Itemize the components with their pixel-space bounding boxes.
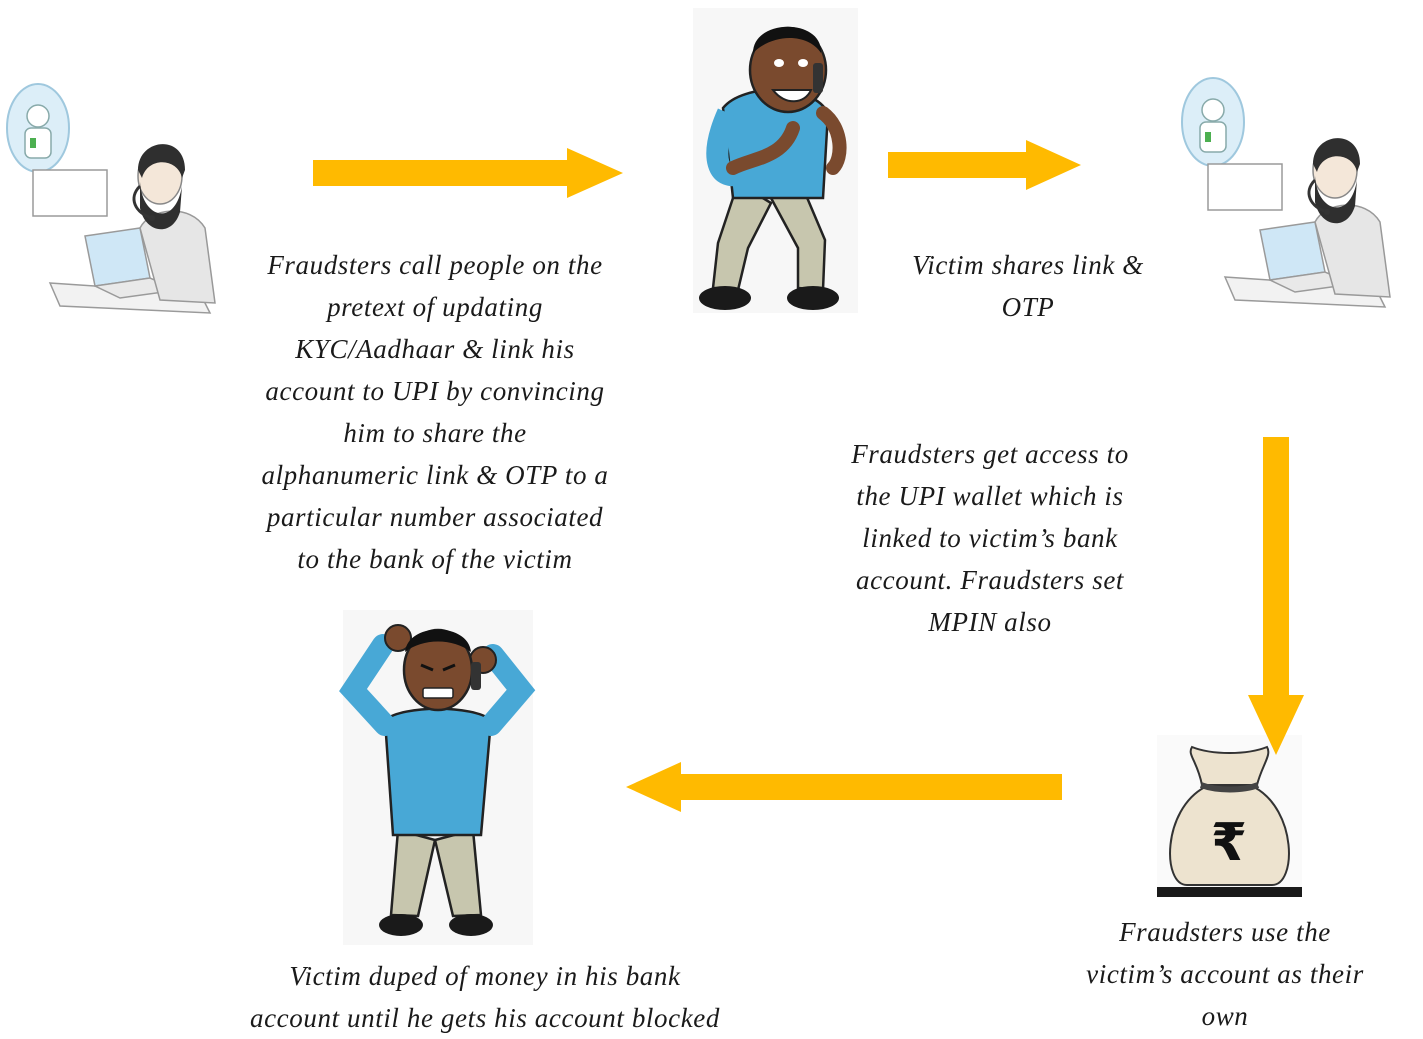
arrow-right-2 (888, 140, 1081, 190)
caption-line: account to UPI by convincing (265, 376, 605, 406)
upset-victim-icon (339, 624, 536, 936)
caption-victim-shares: Victim shares link & OTP (868, 244, 1188, 328)
caption-line: KYC/Aadhaar & link his (295, 334, 575, 364)
caption-line: own (1201, 1001, 1249, 1031)
fraudster-at-laptop-icon (6, 83, 216, 314)
caption-line: particular number associated (266, 502, 604, 532)
caption-line: victim’s account as their (1086, 959, 1364, 989)
fraudster-at-laptop-icon (1181, 77, 1391, 308)
arrow-down (1248, 437, 1304, 755)
caption-victim-duped: Victim duped of money in his bank accoun… (160, 955, 810, 1039)
rupee-money-bag-icon: ₹ (1157, 745, 1302, 897)
caption-line: alphanumeric link & OTP to a (261, 460, 609, 490)
victim-upset-illustration (339, 610, 536, 945)
caption-line: linked to victim’s bank (862, 523, 1118, 553)
victim-on-phone-icon (699, 26, 847, 310)
money-bag-illustration: ₹ (1157, 735, 1302, 897)
caption-line: pretext of updating (327, 292, 543, 322)
caption-line: OTP (1001, 292, 1055, 322)
rupee-symbol: ₹ (1211, 813, 1247, 873)
caption-fraudster-access: Fraudsters get access to the UPI wallet … (800, 433, 1180, 643)
caption-line: Fraudsters use the (1119, 917, 1331, 947)
caption-line: account. Fraudsters set (855, 565, 1125, 595)
caption-line: the UPI wallet which is (856, 481, 1124, 511)
caption-line: Victim shares link & (912, 250, 1144, 280)
caption-line: Fraudsters get access to (851, 439, 1129, 469)
caption-line: Victim duped of money in his bank (289, 961, 681, 991)
fraudster-right-illustration (1175, 72, 1405, 317)
caption-line: MPIN also (928, 607, 1052, 637)
caption-fraudster-calls: Fraudsters call people on the pretext of… (190, 244, 680, 580)
caption-use-account: Fraudsters use the victim’s account as t… (1040, 911, 1410, 1037)
caption-line: him to share the (343, 418, 527, 448)
caption-line: account until he gets his account blocke… (250, 1003, 720, 1033)
caption-line: Fraudsters call people on the (267, 250, 603, 280)
caption-line: to the bank of the victim (297, 544, 573, 574)
arrow-right-1 (313, 148, 623, 198)
fraudster-left-illustration (0, 78, 230, 323)
arrow-left (626, 762, 1062, 812)
victim-happy-illustration (693, 8, 858, 313)
